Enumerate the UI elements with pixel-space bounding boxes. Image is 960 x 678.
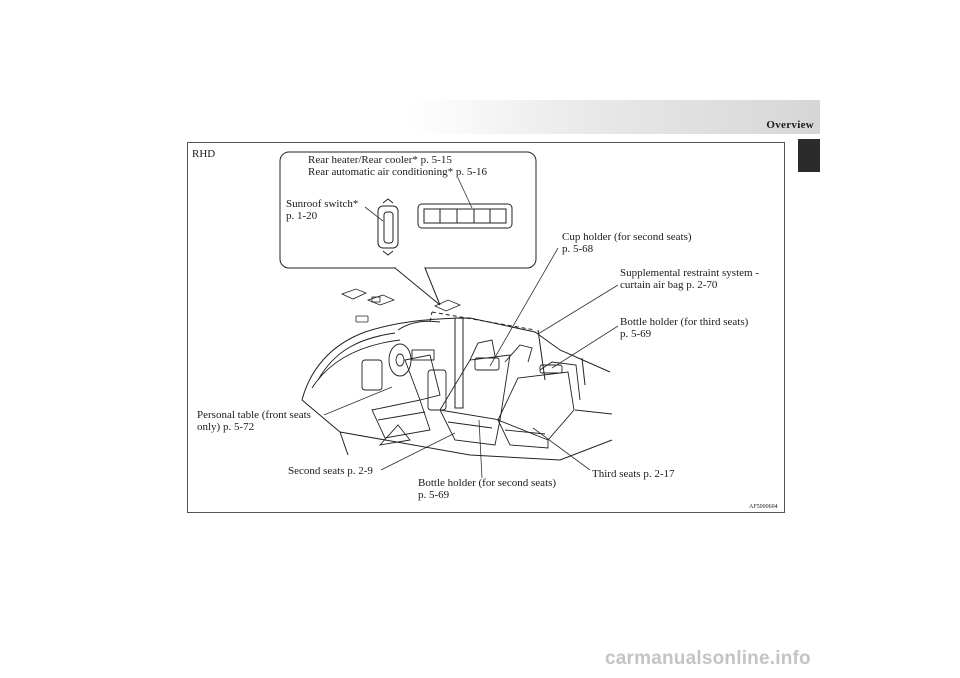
figure-code: AF5000604 <box>749 504 778 510</box>
bottle-second-page: p. 5-69 <box>418 489 450 501</box>
sunroof-switch-page: p. 1-20 <box>286 210 318 222</box>
sunroof-switch-label: Sunroof switch* <box>286 198 359 210</box>
bottle-third-label: Bottle holder (for third seats) <box>620 316 749 328</box>
page-title: Overview <box>766 119 814 131</box>
personal-table-page: only) p. 5-72 <box>197 421 255 433</box>
watermark: carmanualsonline.info <box>605 648 811 669</box>
rhd-label: RHD <box>192 148 216 160</box>
section-tab <box>798 139 820 172</box>
second-seats-label: Second seats p. 2-9 <box>288 465 373 477</box>
srs-label: Supplemental restraint system - <box>620 267 759 279</box>
srs-page: curtain air bag p. 2-70 <box>620 279 718 291</box>
bottle-second-label: Bottle holder (for second seats) <box>418 477 557 489</box>
figure-frame <box>187 142 785 513</box>
cup-holder-page: p. 5-68 <box>562 243 594 255</box>
third-seats-label: Third seats p. 2-17 <box>592 468 675 480</box>
overhead-console-inset <box>279 151 537 306</box>
header-band <box>410 100 820 134</box>
personal-table-label: Personal table (front seats <box>197 409 311 421</box>
bottle-third-page: p. 5-69 <box>620 328 652 340</box>
rear-ac-label: Rear automatic air conditioning* p. 5-16 <box>308 166 488 178</box>
rear-heater-label: Rear heater/Rear cooler* p. 5-15 <box>308 154 452 166</box>
cup-holder-label: Cup holder (for second seats) <box>562 231 692 243</box>
